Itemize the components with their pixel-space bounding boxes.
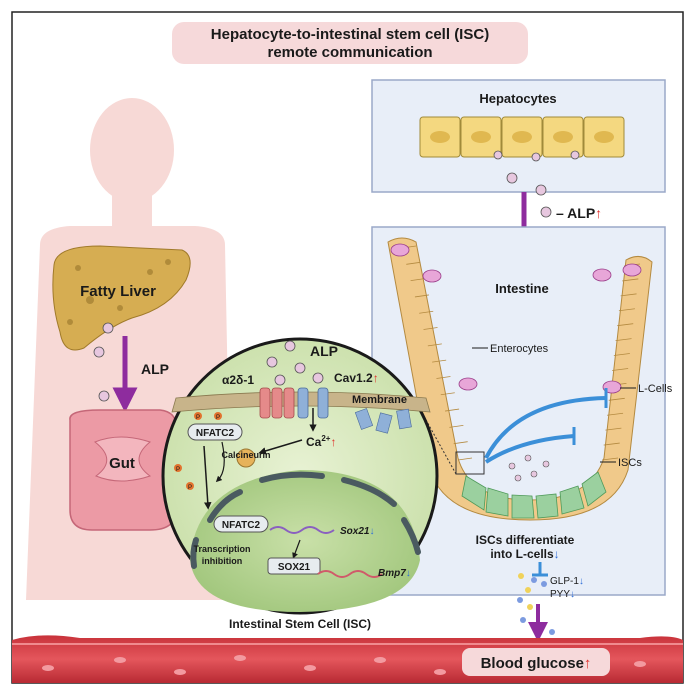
- pyy-label: PYY↓: [550, 589, 575, 600]
- intestine-label: Intestine: [495, 281, 548, 296]
- body-alp-particles: [93, 322, 114, 402]
- nfatc2-nucleus: NFATC2: [213, 515, 269, 533]
- bmp7-label: Bmp7↓: [378, 568, 411, 579]
- phospho-tag-2: P: [216, 415, 220, 421]
- nuclear-envelope: [190, 471, 421, 569]
- membrane-receptors: [354, 408, 412, 434]
- dna-strand-bmp7: [317, 570, 383, 578]
- enterocytes-label: Enterocytes: [490, 343, 549, 355]
- fatty-liver-icon: Fatty Liver: [52, 245, 191, 351]
- phospho-tag-4: P: [188, 485, 192, 491]
- cav12-label: Cav1.2↑: [334, 371, 379, 385]
- phospho-tag-3: P: [176, 467, 180, 473]
- sox21-gene-label: Sox21↓: [340, 526, 374, 537]
- blood-glucose-label: Blood glucose↑: [481, 655, 592, 672]
- fatty-liver-label: Fatty Liver: [80, 283, 156, 300]
- isc-alp-particles: [266, 340, 324, 386]
- nfatc2-translocation-arrow: [203, 445, 212, 510]
- ca-to-calcineurin-arrow: [258, 439, 303, 455]
- isc-zoom-box: [455, 451, 485, 475]
- title-banner: Hepatocyte-to-intestinal stem cell (ISC)…: [172, 22, 528, 64]
- isc-cells: [461, 471, 607, 519]
- crypt-epithelium: [387, 237, 653, 521]
- iscs-differentiate-line-2: into L-cells↓: [490, 547, 559, 561]
- iscs-label: ISCs: [618, 457, 642, 469]
- a2d1-label: α2δ-1: [222, 373, 254, 387]
- hepatocytes-label: Hepatocytes: [479, 91, 556, 106]
- nfatc2-cytoplasm-label: NFATC2: [196, 428, 235, 439]
- differentiation-inhibit: [532, 562, 548, 577]
- dna-strand-sox21: [269, 526, 335, 534]
- l-cells-label: L-Cells: [638, 383, 673, 395]
- body-alp-label: ALP: [141, 361, 169, 377]
- sox21-protein: SOX21: [267, 557, 321, 575]
- inhibition-arrows: [484, 388, 608, 464]
- crypt-lumen-alp: [508, 454, 550, 482]
- transcription-line-2: inhibition: [202, 556, 243, 566]
- glp1-label: GLP-1↓: [550, 576, 584, 587]
- iscs-differentiate-line-1: ISCs differentiate: [476, 533, 575, 547]
- calcineurin-icon: Calcineurin: [221, 448, 271, 468]
- phospho-tag-1: P: [196, 415, 200, 421]
- gut-icon: Gut: [69, 409, 177, 531]
- nfatc2-nucleus-label: NFATC2: [222, 520, 261, 531]
- alp-secreted-label: – ALP↑: [556, 205, 602, 221]
- hormone-particles: [517, 573, 555, 635]
- calcineurin-label: Calcineurin: [221, 450, 270, 460]
- enterocyte-cell-divisions: [401, 245, 641, 461]
- isc-caption: Intestinal Stem Cell (ISC): [229, 617, 371, 631]
- isc-zoom-circle: [161, 337, 439, 615]
- isc-alp-label: ALP: [310, 343, 338, 359]
- title-line-2: remote communication: [267, 44, 432, 61]
- released-phosphates: [174, 464, 194, 490]
- hepatocyte-nuclei: [430, 131, 614, 143]
- l-cell-markers: [390, 243, 642, 394]
- sox21-protein-label: SOX21: [278, 562, 311, 573]
- cav12-channel: [297, 387, 329, 419]
- calcium-label: Ca2+↑: [306, 434, 336, 449]
- membrane-label: Membrane: [352, 394, 407, 406]
- nfatc2-cytoplasm: NFATC2 P P: [187, 412, 243, 441]
- dephosphorylation-arrow: [215, 441, 225, 483]
- blood-vessel: Blood glucose↑: [12, 635, 683, 683]
- title-line-1: Hepatocyte-to-intestinal stem cell (ISC): [211, 26, 489, 43]
- a2d1-channel: [259, 387, 295, 419]
- sox21-translation-arrow: [292, 539, 301, 559]
- gut-label: Gut: [109, 455, 135, 472]
- transcription-line-1: Transcription: [193, 544, 250, 554]
